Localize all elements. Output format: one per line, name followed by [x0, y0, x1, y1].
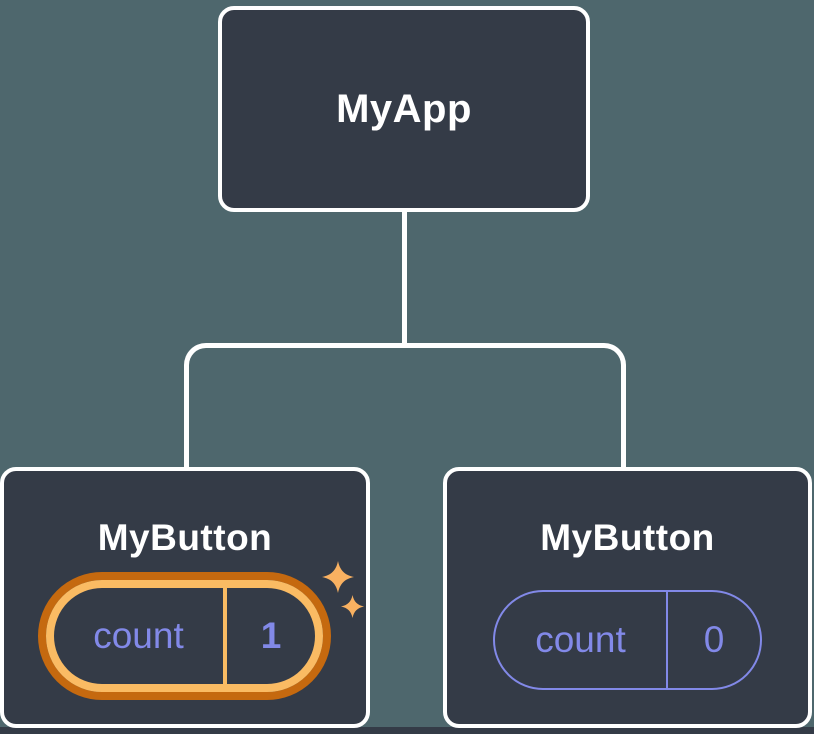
connector-bracket-line [184, 343, 626, 471]
state-key-label: count [93, 615, 184, 656]
node-mybutton-right: MyButton count 0 [443, 467, 812, 728]
state-value: 0 [703, 619, 725, 660]
state-pill-plain: count 0 [493, 590, 762, 690]
sparkle-icon [322, 561, 365, 619]
node-myapp: MyApp [218, 6, 590, 212]
pill-divider [223, 588, 227, 684]
node-myapp-label: MyApp [336, 86, 472, 131]
state-key-label: count [535, 619, 626, 660]
connector-stem-line [402, 210, 407, 348]
node-mybutton-left: MyButton count 1 [0, 467, 370, 728]
bottom-edge-strip [0, 727, 814, 734]
node-mybutton-left-label: MyButton [97, 517, 273, 558]
state-pill-highlighted: count 1 [38, 572, 331, 700]
node-mybutton-right-label: MyButton [540, 517, 715, 558]
state-pill-highlighted-ring: count 1 [46, 580, 323, 692]
state-value: 1 [260, 615, 282, 656]
pill-divider [666, 592, 668, 688]
